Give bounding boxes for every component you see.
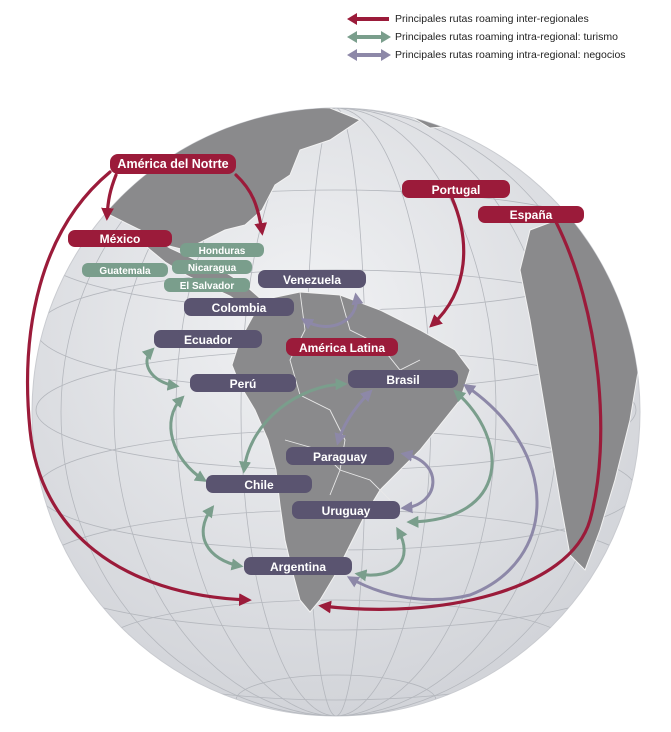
- route-na-mexico: [101, 173, 118, 221]
- svg-text:Nicaragua: Nicaragua: [188, 263, 237, 274]
- legend-label-negocios: Principales rutas roaming intra-regional…: [395, 49, 626, 61]
- labels: América del Notrte México Portugal Españ…: [68, 154, 584, 575]
- route-na-centralamerica: [234, 173, 268, 236]
- label-colombia: Colombia: [184, 298, 294, 316]
- route-brasil-argentina: [346, 383, 539, 601]
- inter-route-arrow-icon: [347, 13, 389, 25]
- svg-text:Honduras: Honduras: [199, 246, 246, 257]
- legend-label-inter: Principales rutas roaming inter-regional…: [395, 13, 589, 25]
- route-chile-argentina: [201, 505, 244, 571]
- route-peru-chile: [169, 395, 208, 482]
- route-colombia-venezuela: [300, 292, 364, 330]
- route-portugal-latam: [429, 196, 466, 328]
- svg-text:Uruguay: Uruguay: [322, 504, 371, 518]
- business-routes: [300, 292, 539, 601]
- svg-text:Chile: Chile: [244, 478, 274, 492]
- svg-text:El Salvador: El Salvador: [180, 281, 235, 292]
- label-el-salvador: El Salvador: [164, 278, 250, 292]
- label-mexico: México: [68, 230, 172, 247]
- route-chile-brasil: [239, 378, 348, 474]
- business-route-arrow-icon: [347, 49, 391, 61]
- svg-text:México: México: [100, 232, 141, 246]
- svg-text:América Latina: América Latina: [299, 341, 385, 355]
- svg-text:Ecuador: Ecuador: [184, 333, 232, 347]
- label-espana: España: [478, 206, 584, 223]
- route-na-argentina: [25, 170, 252, 607]
- label-argentina: Argentina: [244, 557, 352, 575]
- label-paraguay: Paraguay: [286, 447, 394, 465]
- label-honduras: Honduras: [180, 243, 264, 257]
- legend-item-negocios: Principales rutas roaming intra-regional…: [347, 46, 657, 64]
- svg-text:Argentina: Argentina: [270, 560, 326, 574]
- inter-regional-routes: [25, 170, 603, 614]
- svg-text:Paraguay: Paraguay: [313, 450, 367, 464]
- svg-text:Guatemala: Guatemala: [99, 266, 151, 277]
- legend: Principales rutas roaming inter-regional…: [347, 10, 657, 64]
- legend-item-inter: Principales rutas roaming inter-regional…: [347, 10, 657, 28]
- label-uruguay: Uruguay: [292, 501, 400, 519]
- label-nicaragua: Nicaragua: [172, 260, 252, 274]
- label-america-del-norte: América del Notrte: [110, 154, 236, 174]
- svg-text:América del Notrte: América del Notrte: [117, 157, 228, 171]
- svg-text:Portugal: Portugal: [432, 183, 481, 197]
- label-guatemala: Guatemala: [82, 263, 168, 277]
- label-portugal: Portugal: [402, 180, 510, 198]
- label-venezuela: Venezuela: [258, 270, 366, 288]
- route-ecuador-peru: [141, 347, 180, 391]
- legend-label-turismo: Principales rutas roaming intra-regional…: [395, 31, 618, 43]
- svg-text:Brasil: Brasil: [386, 373, 419, 387]
- label-brasil: Brasil: [348, 370, 458, 388]
- label-chile: Chile: [206, 475, 312, 493]
- svg-text:Venezuela: Venezuela: [283, 273, 341, 287]
- svg-text:Colombia: Colombia: [212, 301, 267, 315]
- svg-text:España: España: [510, 208, 553, 222]
- label-peru: Perú: [190, 374, 296, 392]
- route-espana-argentina: [318, 220, 603, 614]
- label-ecuador: Ecuador: [154, 330, 262, 348]
- legend-item-turismo: Principales rutas roaming intra-regional…: [347, 28, 657, 46]
- label-america-latina: América Latina: [286, 338, 398, 356]
- svg-text:Perú: Perú: [230, 377, 257, 391]
- tourism-route-arrow-icon: [347, 31, 391, 43]
